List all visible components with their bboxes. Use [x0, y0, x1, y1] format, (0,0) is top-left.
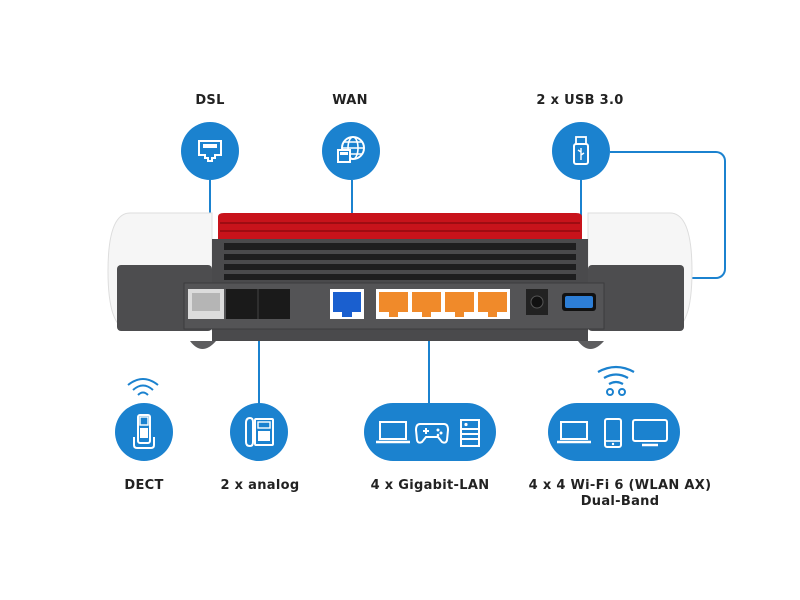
wifi-icon-pill: [548, 403, 680, 461]
monitor-icon: [632, 419, 668, 447]
router-rear-panel: [107, 212, 693, 349]
wifi-waves-icon: [597, 365, 635, 396]
server-icon: [460, 419, 480, 447]
wireless-waves-icon: [127, 378, 159, 396]
wan-label: WAN: [332, 93, 368, 108]
laptop-icon: [376, 421, 410, 444]
analog-label: 2 x analog: [220, 478, 300, 493]
wifi-label-line2: Dual-Band: [580, 494, 660, 509]
ethernet-port-icon: [198, 140, 222, 162]
usb-label: 2 x USB 3.0: [536, 93, 624, 108]
dsl-label: DSL: [195, 93, 225, 108]
lan-connector-line: [428, 310, 430, 405]
analog-connector-line: [258, 310, 260, 405]
laptop-icon: [557, 421, 591, 444]
dsl-icon-circle: [181, 122, 239, 180]
dect-label: DECT: [124, 478, 164, 493]
lan-label: 4 x Gigabit-LAN: [370, 478, 490, 493]
desk-phone-icon: [245, 416, 274, 448]
wifi-label-line1: 4 x 4 Wi-Fi 6 (WLAN AX): [528, 478, 712, 493]
usb-stick-icon: [573, 136, 589, 165]
smartphone-icon: [604, 418, 622, 448]
globe-icon: [337, 136, 365, 163]
gamepad-icon: [414, 423, 450, 444]
lan-icon-pill: [364, 403, 496, 461]
dect-handset-icon: [133, 414, 155, 449]
